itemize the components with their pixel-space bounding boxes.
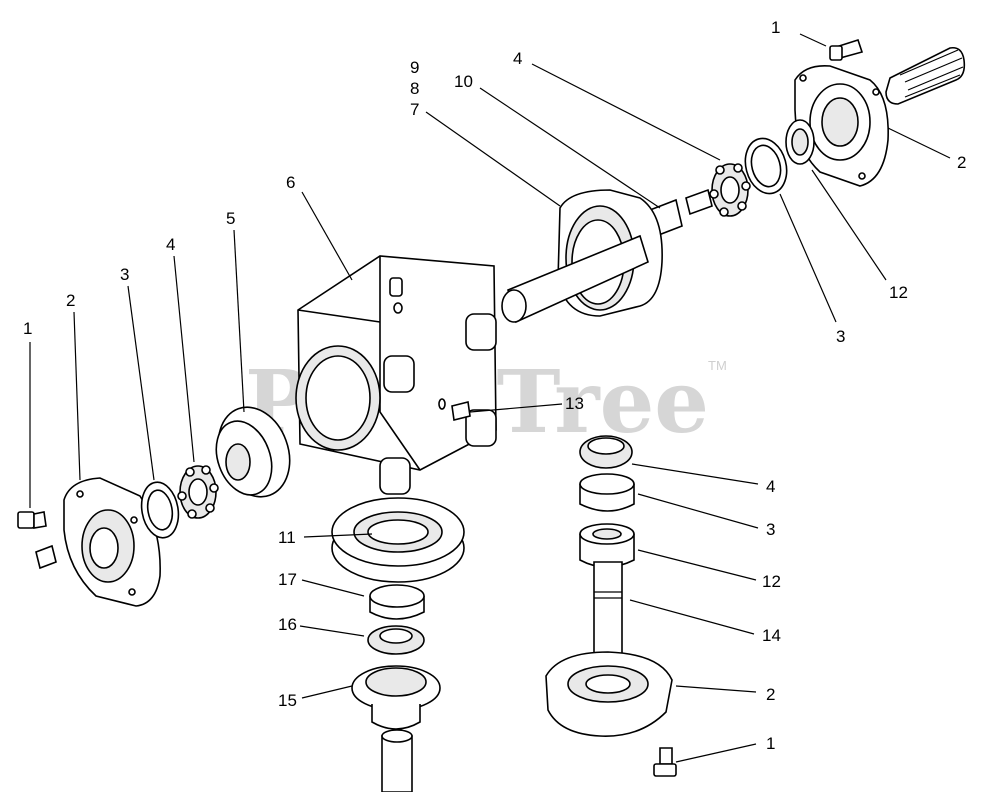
callout-4-left: 4 (166, 235, 175, 254)
callout-3-top-right: 3 (836, 327, 845, 346)
key-left (35, 544, 57, 570)
gear-5-left (215, 406, 291, 498)
bearing-cup-3-left (140, 481, 180, 539)
callout-1-bottom-right: 1 (766, 734, 775, 753)
callout-3-left: 3 (120, 265, 129, 284)
bearing-12-top (785, 119, 815, 165)
bearing-cup-3-right (579, 473, 635, 512)
callout-16-bottom: 16 (278, 615, 297, 634)
flange-cap-top-right (794, 64, 889, 187)
gearbox-housing-6 (295, 255, 497, 495)
callout-13-housing: 13 (565, 394, 584, 413)
callout-2-top-right: 2 (957, 153, 966, 172)
bearing-cup-3-top (744, 137, 788, 195)
callout-10-top: 10 (454, 72, 473, 91)
bottom-cover-11 (331, 497, 465, 583)
callout-15-bottom: 15 (278, 691, 297, 710)
callout-2-right: 2 (766, 685, 775, 704)
bolt-left (17, 511, 47, 529)
callout-5-left: 5 (226, 209, 235, 228)
callout-2-left: 2 (66, 291, 75, 310)
callout-4-right: 4 (766, 477, 775, 496)
callout-9-top: 9 (410, 58, 419, 77)
leader-lines (29, 33, 951, 763)
trademark-mark: TM (708, 358, 727, 373)
callout-11-bottom: 11 (278, 528, 296, 547)
callout-14-right: 14 (762, 626, 781, 645)
output-shaft-bottom (381, 729, 413, 792)
callout-12-right: 12 (762, 572, 781, 591)
flange-cap-2-right (545, 651, 673, 737)
bearing-12-right (579, 523, 635, 568)
callout-17-bottom: 17 (278, 570, 297, 589)
flange-cap-left (63, 477, 161, 607)
callout-3-right: 3 (766, 520, 775, 539)
breather-plug-13 (451, 401, 471, 421)
callout-1-top-right: 1 (771, 18, 780, 37)
callout-7-top: 7 (410, 100, 419, 119)
bearing-cone-4-left (177, 465, 219, 519)
bearing-cone-4-top (709, 163, 751, 217)
output-shaft-long (501, 234, 649, 324)
callout-4-top: 4 (513, 49, 522, 68)
callout-8-top: 8 (410, 79, 419, 98)
bearing-cup-17 (369, 584, 425, 620)
retainer-15 (351, 665, 441, 730)
splined-input-shaft (885, 46, 966, 105)
bolt-bottom-right (653, 747, 677, 777)
callout-12-top-right: 12 (889, 283, 908, 302)
shaft-14-right (593, 561, 623, 661)
bearing-cone-4-right (579, 435, 633, 469)
callout-6-housing: 6 (286, 173, 295, 192)
bolt-top-right (829, 38, 864, 61)
callout-1-left: 1 (23, 319, 32, 338)
gear-shaft-top (649, 188, 713, 238)
callout-labels: 1 2 12 3 4 10 9 8 7 6 5 4 3 2 1 13 11 17… (23, 18, 966, 753)
bearing-cone-16 (367, 625, 425, 655)
